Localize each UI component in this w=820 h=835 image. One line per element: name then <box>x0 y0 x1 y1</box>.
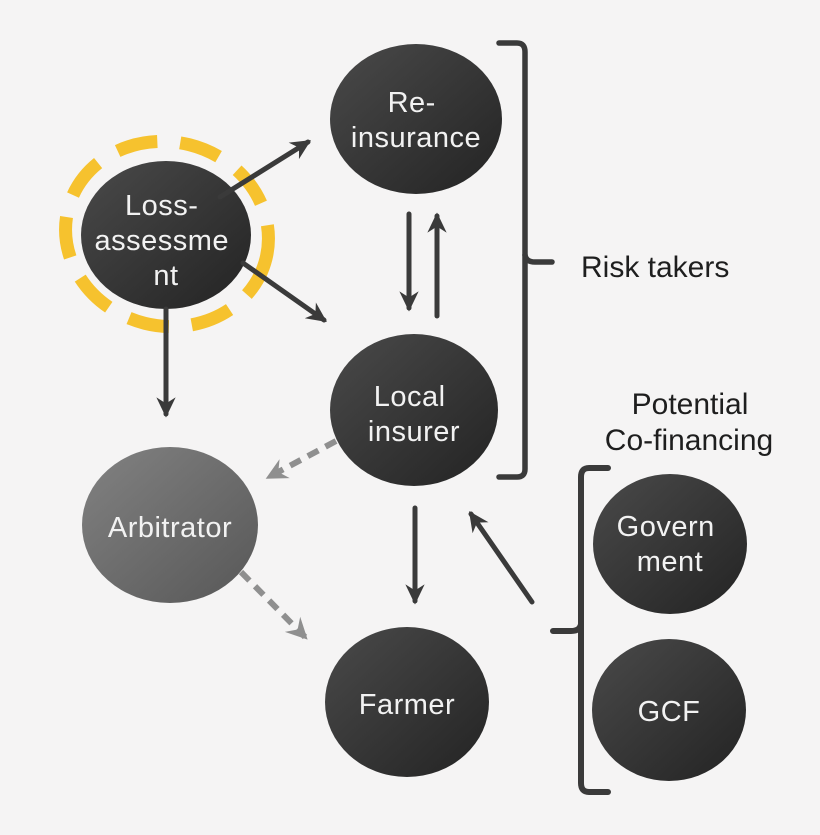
node-local-insurer: Local insurer <box>330 334 498 486</box>
arrow-arbitrator-to-farmer <box>238 569 308 640</box>
local-insurer-circle <box>330 334 498 486</box>
government-label: Govern ment <box>617 511 724 578</box>
node-farmer: Farmer <box>325 627 489 777</box>
loss-assessment-highlight-ring <box>59 134 275 334</box>
farmer-circle <box>325 627 489 777</box>
arbitrator-circle <box>82 447 258 603</box>
arrow-cofinancing-to-local-insurer <box>468 511 535 605</box>
node-government: Govern ment <box>593 474 747 614</box>
risk-takers-label: Risk takers <box>581 251 729 284</box>
gcf-circle <box>592 639 746 781</box>
node-re-insurance: Re- insurance <box>330 44 502 194</box>
solid-arrows <box>156 139 535 605</box>
risk-takers-bracket-main <box>496 40 528 480</box>
co-financing-bracket-pointer <box>550 621 584 634</box>
government-circle <box>593 474 747 614</box>
co-financing-label-line1: Potential <box>632 388 749 421</box>
arrow-loss-to-reinsurance <box>217 139 311 200</box>
co-financing-bracket <box>550 465 611 795</box>
loss-assessment-label: Loss- assessme nt <box>94 190 237 292</box>
co-financing-label-line2: Co-financing <box>605 424 773 457</box>
re-insurance-label: Re- insurance <box>351 87 481 154</box>
arrow-local-insurer-to-arbitrator <box>265 438 338 480</box>
node-loss-assessment: Loss- assessme nt <box>81 161 251 309</box>
risk-takers-bracket <box>496 40 555 480</box>
node-gcf: GCF <box>592 639 746 781</box>
gcf-label: GCF <box>638 696 701 728</box>
risk-takers-bracket-pointer <box>522 252 555 265</box>
arrow-loss-to-local-insurer <box>240 260 327 323</box>
dashed-arrows <box>238 438 338 640</box>
local-insurer-label: Local insurer <box>368 381 460 448</box>
re-insurance-circle <box>330 44 502 194</box>
farmer-label: Farmer <box>359 689 455 721</box>
node-arbitrator: Arbitrator <box>82 447 258 603</box>
arbitrator-label: Arbitrator <box>108 512 232 544</box>
loss-assessment-circle <box>81 161 251 309</box>
